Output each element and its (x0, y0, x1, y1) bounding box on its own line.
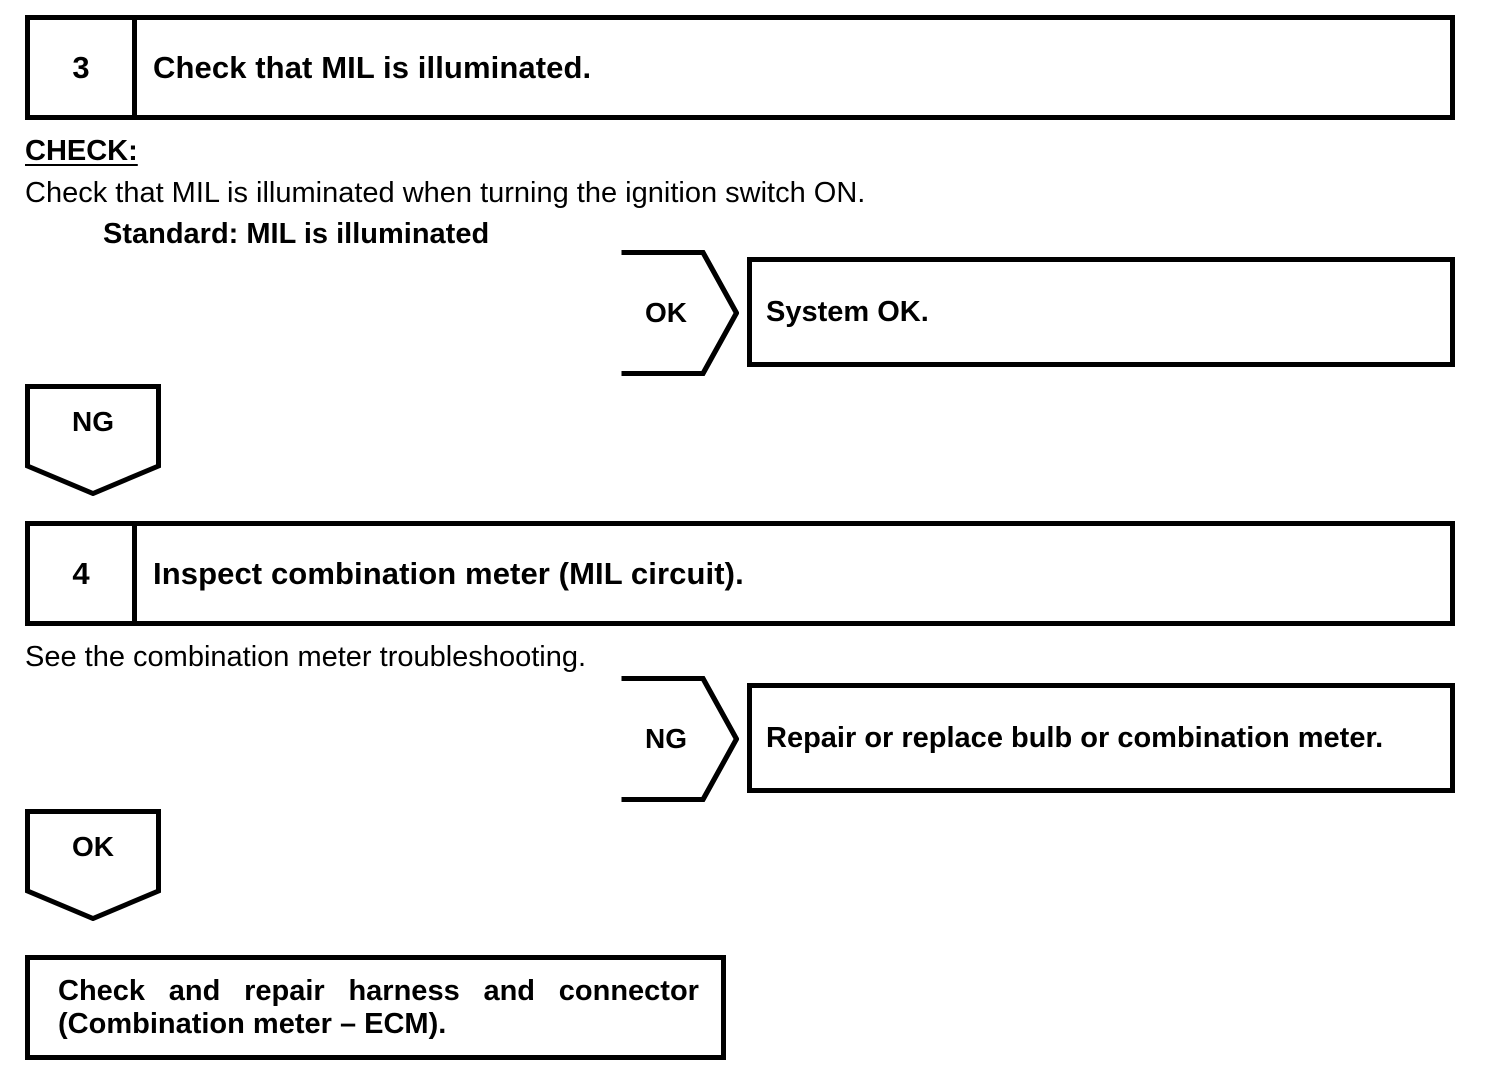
step-4-ok-exit-label: OK (72, 831, 114, 862)
step-4-ng-result-box: Repair or replace bulb or combination me… (747, 683, 1455, 793)
step-3-number: 3 (30, 20, 137, 115)
step-4-note: See the combination meter troubleshootin… (25, 641, 587, 673)
step-4-ok-exit-arrow: OK (25, 809, 161, 921)
step-3-ok-arrow: OK (619, 250, 739, 376)
step-3-ng-exit-label: NG (72, 406, 114, 437)
step-4-ng-result-text: Repair or replace bulb or combination me… (766, 721, 1384, 754)
step-4-ng-arrow: NG (619, 676, 739, 802)
step-4-ng-arrow-label: NG (645, 723, 687, 754)
step-4-header-box: 4 Inspect combination meter (MIL circuit… (25, 521, 1455, 626)
step-3-ok-arrow-label: OK (645, 297, 687, 328)
step-3-ok-result-box: System OK. (747, 257, 1455, 367)
step-3-ng-exit-arrow: NG (25, 384, 161, 496)
step-4-title: Inspect combination meter (MIL circuit). (153, 555, 744, 591)
step-3-header-box: 3 Check that MIL is illuminated. (25, 15, 1455, 120)
step-4-number: 4 (30, 526, 137, 621)
step-3-check-body: Check that MIL is illuminated when turni… (25, 177, 866, 209)
step-3-title: Check that MIL is illuminated. (153, 49, 592, 85)
step-3-ok-result-text: System OK. (766, 295, 929, 328)
step-3-standard: Standard: MIL is illuminated (103, 218, 490, 250)
step-3-check-heading: CHECK: (25, 135, 138, 167)
conclusion-line-2: (Combination meter – ECM). (58, 1007, 447, 1040)
